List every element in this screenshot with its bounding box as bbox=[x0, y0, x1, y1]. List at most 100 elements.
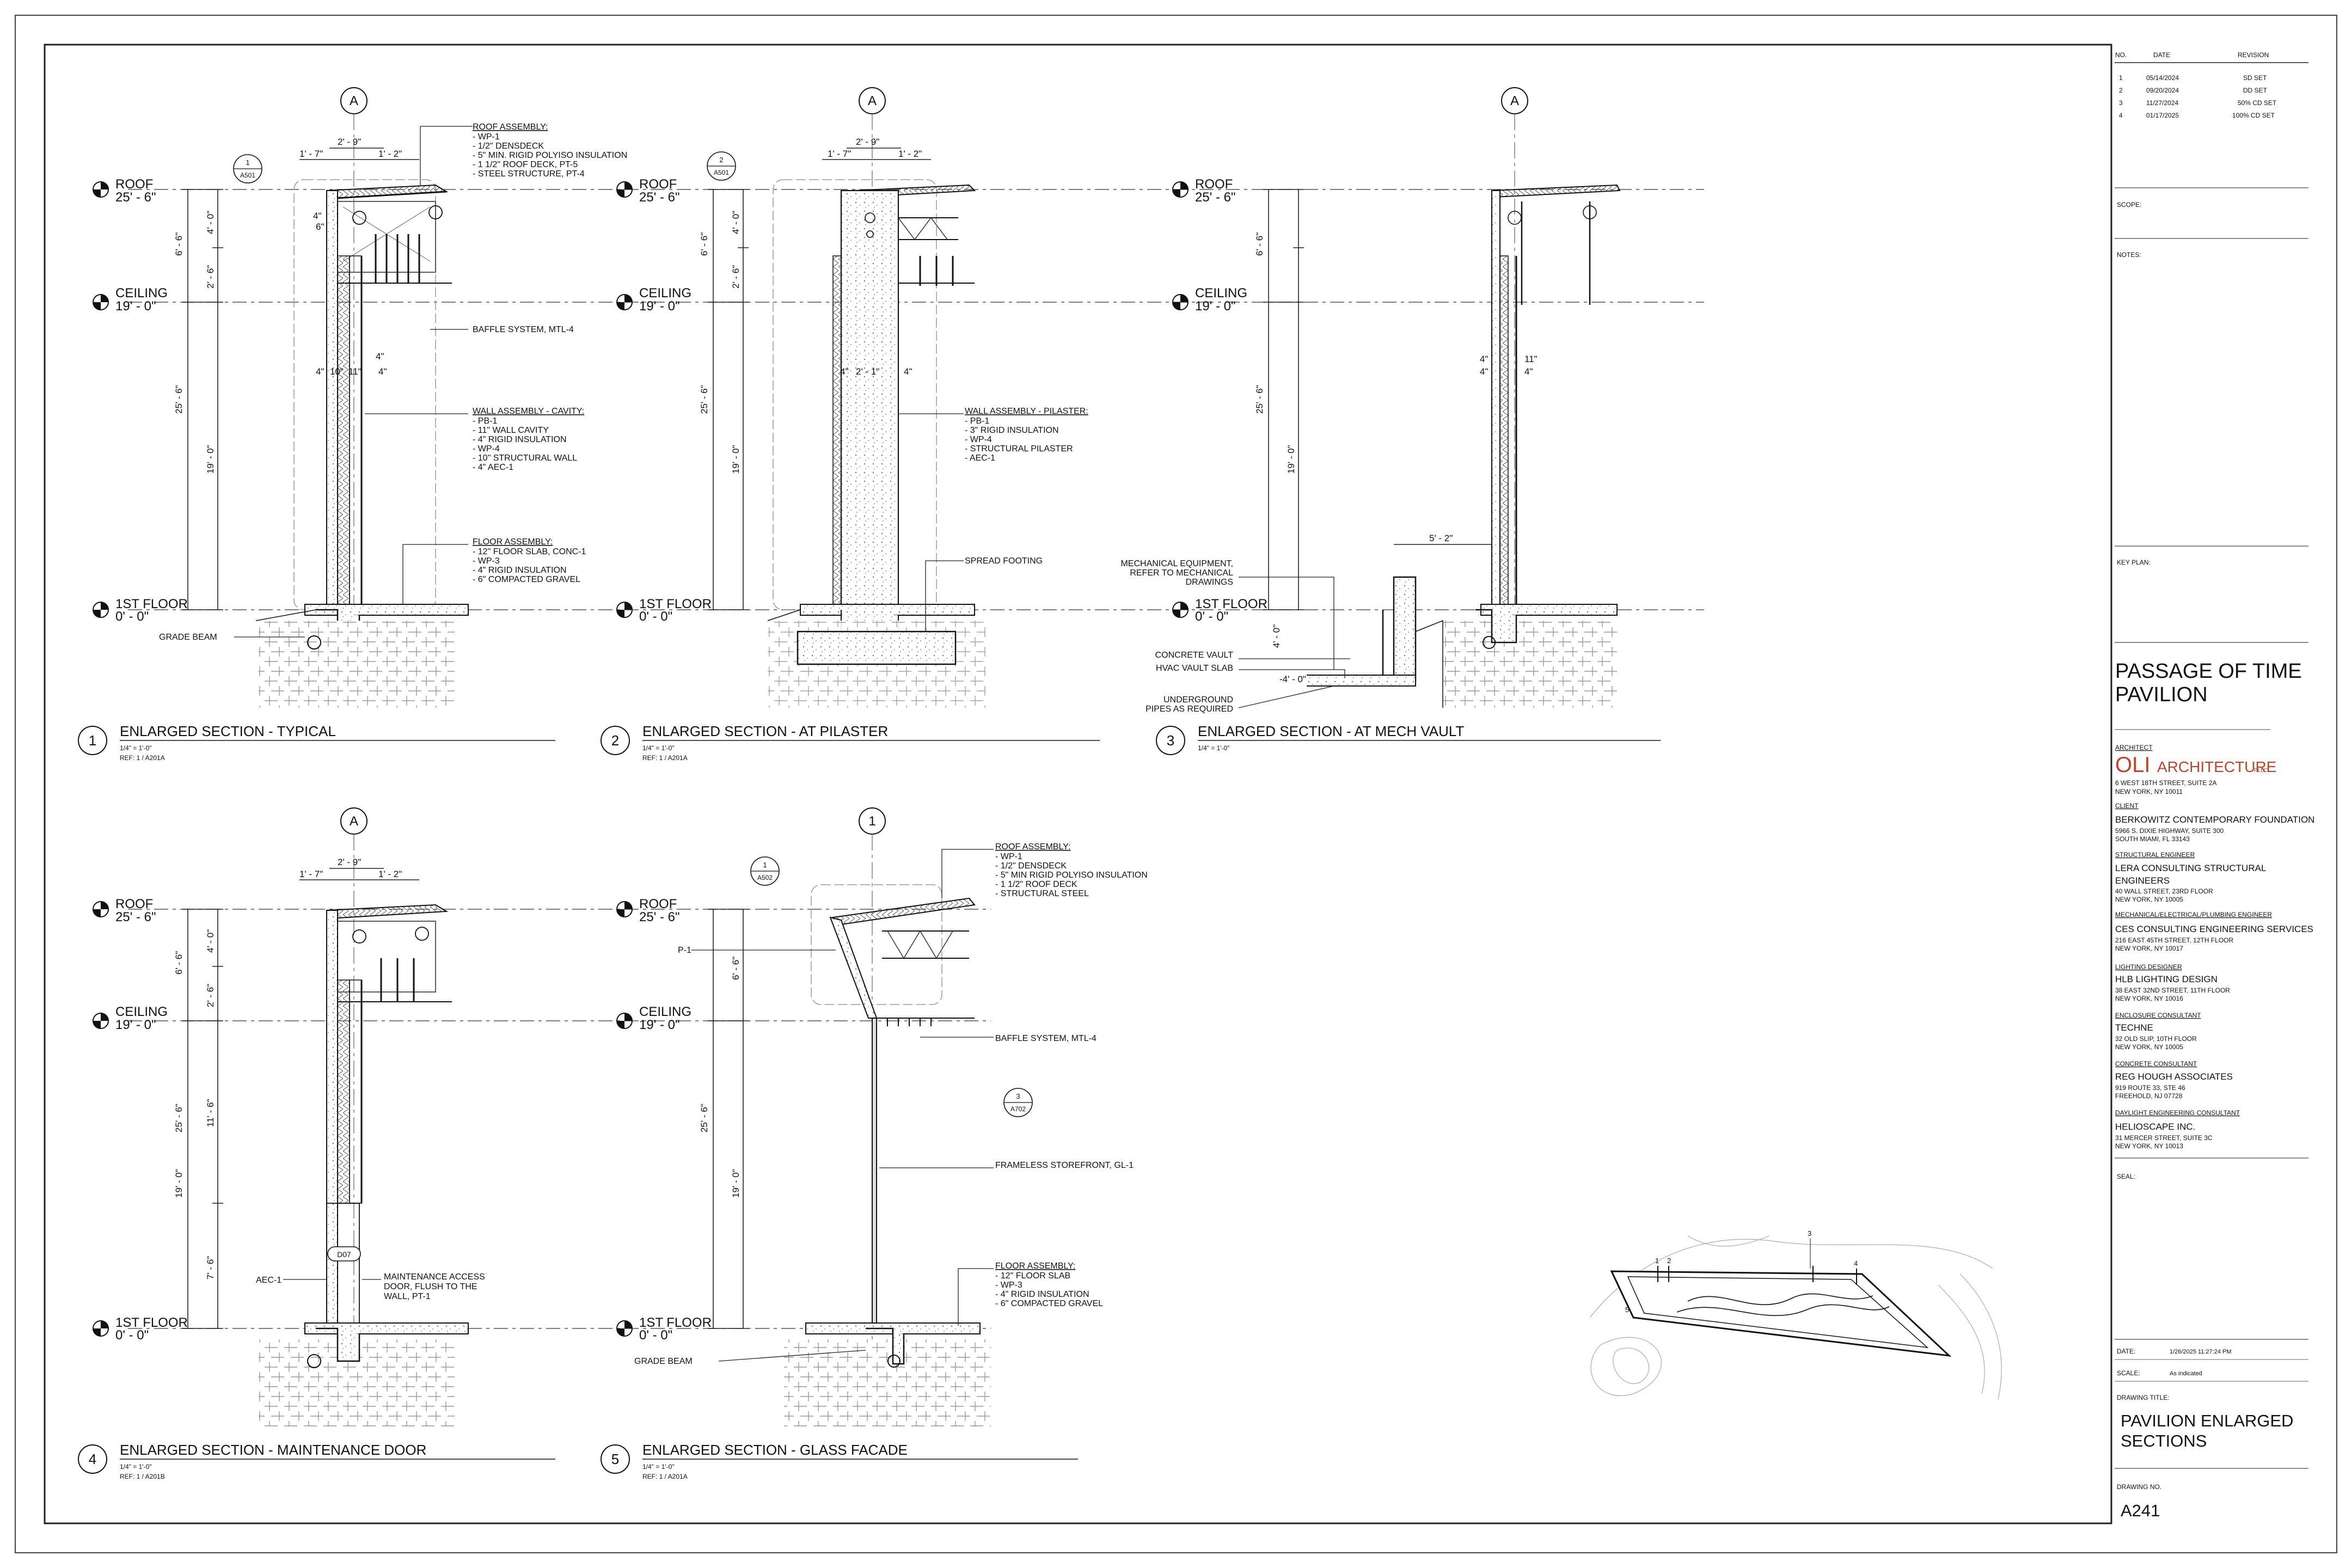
view-title-3: 3 ENLARGED SECTION - AT MECH VAULT 1/4" … bbox=[1156, 723, 1661, 755]
notes-label: NOTES: bbox=[2117, 251, 2141, 259]
svg-text:6' - 6": 6' - 6" bbox=[174, 951, 184, 975]
svg-text:4: 4 bbox=[89, 1451, 96, 1467]
consultant-concrete: CONCRETE CONSULTANT REG HOUGH ASSOCIATES… bbox=[2115, 1060, 2233, 1100]
svg-text:2' - 6": 2' - 6" bbox=[731, 265, 741, 289]
section-1-typical: A 1 A501 6' - 6" 4' - 0" 2' - 6" 25' - 6… bbox=[159, 87, 627, 708]
svg-text:19' - 0": 19' - 0" bbox=[115, 299, 156, 314]
svg-text:1ST FLOOR: 1ST FLOOR bbox=[115, 1315, 188, 1330]
svg-text:25' - 6": 25' - 6" bbox=[639, 910, 679, 924]
consultant-daylight: DAYLIGHT ENGINEERING CONSULTANT HELIOSCA… bbox=[2115, 1109, 2240, 1150]
svg-text:FRAMELESS STOREFRONT, GL-1: FRAMELESS STOREFRONT, GL-1 bbox=[995, 1161, 1134, 1170]
svg-text:ENLARGED SECTION - AT MECH VAU: ENLARGED SECTION - AT MECH VAULT bbox=[1198, 723, 1464, 739]
consultant-enclosure: ENCLOSURE CONSULTANT TECHNE 32 OLD SLIP,… bbox=[2115, 1012, 2201, 1051]
scale-value: As indicated bbox=[2170, 1370, 2202, 1377]
svg-text:4' - 0": 4' - 0" bbox=[731, 211, 741, 234]
svg-text:4: 4 bbox=[1854, 1259, 1858, 1267]
svg-text:- 1 1/2" ROOF DECK: - 1 1/2" ROOF DECK bbox=[995, 880, 1077, 889]
svg-text:1ST FLOOR: 1ST FLOOR bbox=[115, 597, 188, 611]
svg-text:4": 4" bbox=[1480, 366, 1489, 377]
svg-text:6' - 6": 6' - 6" bbox=[1254, 232, 1265, 256]
svg-text:919 ROUTE 33, STE 46: 919 ROUTE 33, STE 46 bbox=[2115, 1084, 2185, 1092]
svg-text:CLIENT: CLIENT bbox=[2115, 802, 2139, 810]
svg-text:4' - 0": 4' - 0" bbox=[205, 929, 216, 953]
drawing-title-line2: SECTIONS bbox=[2121, 1431, 2207, 1450]
svg-text:4' - 0": 4' - 0" bbox=[1271, 624, 1282, 648]
drawing-no-label: DRAWING NO. bbox=[2117, 1483, 2161, 1491]
svg-text:- 1/2" DENSDECK: - 1/2" DENSDECK bbox=[995, 861, 1067, 871]
svg-text:09/20/2024: 09/20/2024 bbox=[2146, 87, 2179, 94]
svg-text:NEW YORK, NY 10016: NEW YORK, NY 10016 bbox=[2115, 995, 2183, 1002]
svg-text:2' - 9": 2' - 9" bbox=[856, 137, 879, 147]
svg-text:4": 4" bbox=[316, 366, 324, 377]
svg-text:- 4" RIGID INSULATION: - 4" RIGID INSULATION bbox=[473, 435, 567, 444]
consultant-mep: MECHANICAL/ELECTRICAL/PLUMBING ENGINEER … bbox=[2115, 911, 2313, 952]
svg-text:4": 4" bbox=[1524, 366, 1533, 377]
svg-text:25' - 6": 25' - 6" bbox=[115, 190, 156, 205]
svg-text:WALL, PT-1: WALL, PT-1 bbox=[384, 1292, 431, 1301]
svg-text:- WP-3: - WP-3 bbox=[473, 556, 500, 566]
svg-text:FLOOR ASSEMBLY:: FLOOR ASSEMBLY: bbox=[995, 1261, 1075, 1271]
svg-text:REF: 1 / A201A: REF: 1 / A201A bbox=[642, 754, 688, 762]
svg-text:1: 1 bbox=[1655, 1257, 1659, 1265]
svg-text:25' - 6": 25' - 6" bbox=[699, 1104, 709, 1132]
svg-text:1/4" = 1'-0": 1/4" = 1'-0" bbox=[120, 1463, 152, 1471]
svg-text:- 6" COMPACTED GRAVEL: - 6" COMPACTED GRAVEL bbox=[995, 1299, 1103, 1308]
svg-text:NEW YORK, NY 10017: NEW YORK, NY 10017 bbox=[2115, 945, 2183, 952]
svg-text:ROOF: ROOF bbox=[639, 177, 677, 192]
svg-text:25' - 6": 25' - 6" bbox=[174, 385, 184, 414]
svg-text:WALL ASSEMBLY - PILASTER:: WALL ASSEMBLY - PILASTER: bbox=[965, 407, 1088, 416]
level-marker-floor-4: 1ST FLOOR 0' - 0" bbox=[93, 1315, 188, 1343]
svg-text:ARCHITECT: ARCHITECT bbox=[2115, 744, 2153, 751]
svg-text:1/4" = 1'-0": 1/4" = 1'-0" bbox=[642, 744, 675, 752]
level-marker-roof-3: ROOF 25' - 6" bbox=[1172, 177, 1235, 205]
rev-header-revision: REVISION bbox=[2238, 51, 2269, 59]
svg-text:HVAC VAULT SLAB: HVAC VAULT SLAB bbox=[1156, 664, 1233, 673]
svg-text:REF: 1 / A201A: REF: 1 / A201A bbox=[642, 1473, 688, 1480]
svg-text:1' - 7": 1' - 7" bbox=[828, 149, 851, 159]
level-marker-floor-5: 1ST FLOOR 0' - 0" bbox=[616, 1315, 712, 1343]
architect-name: ARCHITECTURE bbox=[2157, 758, 2276, 775]
svg-text:ENLARGED SECTION - GLASS FACAD: ENLARGED SECTION - GLASS FACADE bbox=[642, 1442, 908, 1458]
svg-text:HLB LIGHTING DESIGN: HLB LIGHTING DESIGN bbox=[2115, 974, 2218, 984]
svg-text:7' - 6": 7' - 6" bbox=[205, 1256, 216, 1279]
level-lines-bottom bbox=[128, 909, 991, 1329]
svg-text:1ST FLOOR: 1ST FLOOR bbox=[639, 1315, 712, 1330]
svg-text:1/4" = 1'-0": 1/4" = 1'-0" bbox=[642, 1463, 675, 1471]
svg-text:0' - 0": 0' - 0" bbox=[639, 1328, 672, 1343]
svg-text:1: 1 bbox=[89, 732, 96, 749]
level-marker-roof-2: ROOF 25' - 6" bbox=[616, 177, 679, 205]
svg-text:19' - 0": 19' - 0" bbox=[639, 1018, 679, 1032]
svg-text:2: 2 bbox=[719, 156, 723, 164]
view-title-1: 1 ENLARGED SECTION - TYPICAL 1/4" = 1'-0… bbox=[78, 723, 555, 762]
svg-text:25' - 6": 25' - 6" bbox=[699, 385, 709, 414]
consultant-client: CLIENT BERKOWITZ CONTEMPORARY FOUNDATION… bbox=[2115, 802, 2314, 843]
svg-text:- PB-1: - PB-1 bbox=[965, 416, 989, 426]
svg-text:1: 1 bbox=[2119, 74, 2123, 82]
svg-text:ROOF: ROOF bbox=[639, 897, 677, 911]
rev-row-1: 1 05/14/2024 SD SET bbox=[2119, 74, 2267, 82]
svg-text:6' - 6": 6' - 6" bbox=[731, 957, 741, 980]
svg-text:50% CD SET: 50% CD SET bbox=[2238, 99, 2277, 107]
svg-text:NEW YORK, NY 10005: NEW YORK, NY 10005 bbox=[2115, 1043, 2183, 1051]
svg-text:SD SET: SD SET bbox=[2243, 74, 2267, 82]
svg-text:WALL ASSEMBLY - CAVITY:: WALL ASSEMBLY - CAVITY: bbox=[473, 407, 584, 416]
svg-text:A: A bbox=[1510, 94, 1519, 108]
drawing-number: A241 bbox=[2121, 1501, 2160, 1520]
consultant-lighting: LIGHTING DESIGNER HLB LIGHTING DESIGN 38… bbox=[2115, 963, 2230, 1002]
level-lines-top bbox=[128, 189, 1704, 610]
rev-header-date: DATE bbox=[2153, 51, 2170, 59]
project-name-line1: PASSAGE OF TIME bbox=[2115, 660, 2302, 683]
svg-text:REF: 1 / A201A: REF: 1 / A201A bbox=[120, 754, 165, 762]
level-marker-roof-5: ROOF 25' - 6" bbox=[616, 897, 679, 924]
svg-text:25' - 6": 25' - 6" bbox=[174, 1104, 184, 1132]
svg-text:2' - 1": 2' - 1" bbox=[856, 366, 879, 377]
date-value: 1/26/2025 11:27:24 PM bbox=[2170, 1349, 2232, 1355]
svg-text:A: A bbox=[350, 94, 358, 108]
svg-text:6' - 6": 6' - 6" bbox=[699, 232, 709, 256]
svg-text:4": 4" bbox=[376, 351, 384, 362]
svg-text:NEW YORK, NY 10013: NEW YORK, NY 10013 bbox=[2115, 1142, 2183, 1150]
svg-text:D07: D07 bbox=[337, 1250, 351, 1259]
svg-text:19' - 0": 19' - 0" bbox=[1195, 299, 1235, 314]
svg-text:2: 2 bbox=[611, 732, 619, 749]
